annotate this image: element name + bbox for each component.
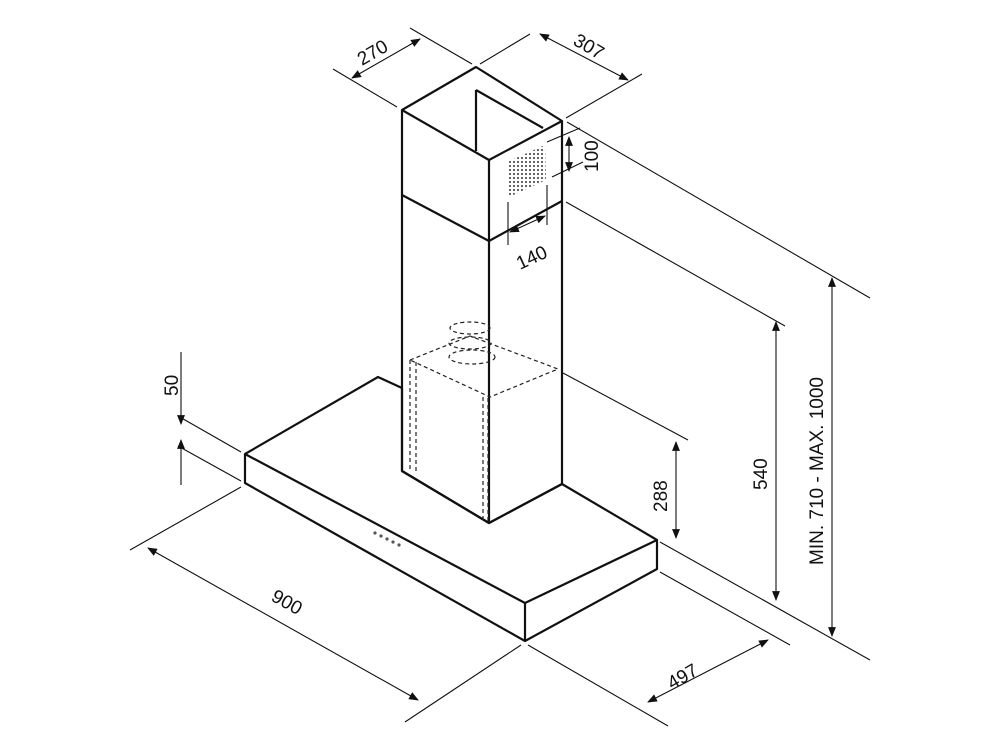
chimney [400,65,564,525]
motor-box-hidden [408,321,560,521]
dimension-497: 497 [527,571,791,727]
dimension-288: 288 [651,441,680,539]
hood-canopy [243,375,659,643]
dim-label-50: 50 [162,375,183,396]
dim-label-307: 307 [570,30,608,64]
extension-line [562,372,689,441]
dim-label-900: 900 [268,586,306,620]
dim-label-100: 100 [582,140,603,172]
vent-grille [507,145,546,197]
dim-label-497: 497 [664,660,702,694]
dim-label-540: 540 [751,458,772,490]
dimension-100: 100 [546,127,603,178]
dimension-140: 140 [507,185,551,275]
dimension-540: 540 [751,321,780,601]
dimension-270: 270 [332,27,473,108]
dim-label-270: 270 [354,36,392,70]
dimension-50: 50 [162,352,242,485]
dim-label-140: 140 [513,242,551,274]
extension-line [659,541,871,661]
dim-label-chimney-range: MIN. 710 - MAX. 1000 [807,377,828,565]
dim-label-288: 288 [651,480,672,512]
dimension-chimney-range: MIN. 710 - MAX. 1000 [807,277,836,637]
control-buttons [373,531,401,547]
extension-line [566,121,871,299]
extension-line [565,201,786,327]
